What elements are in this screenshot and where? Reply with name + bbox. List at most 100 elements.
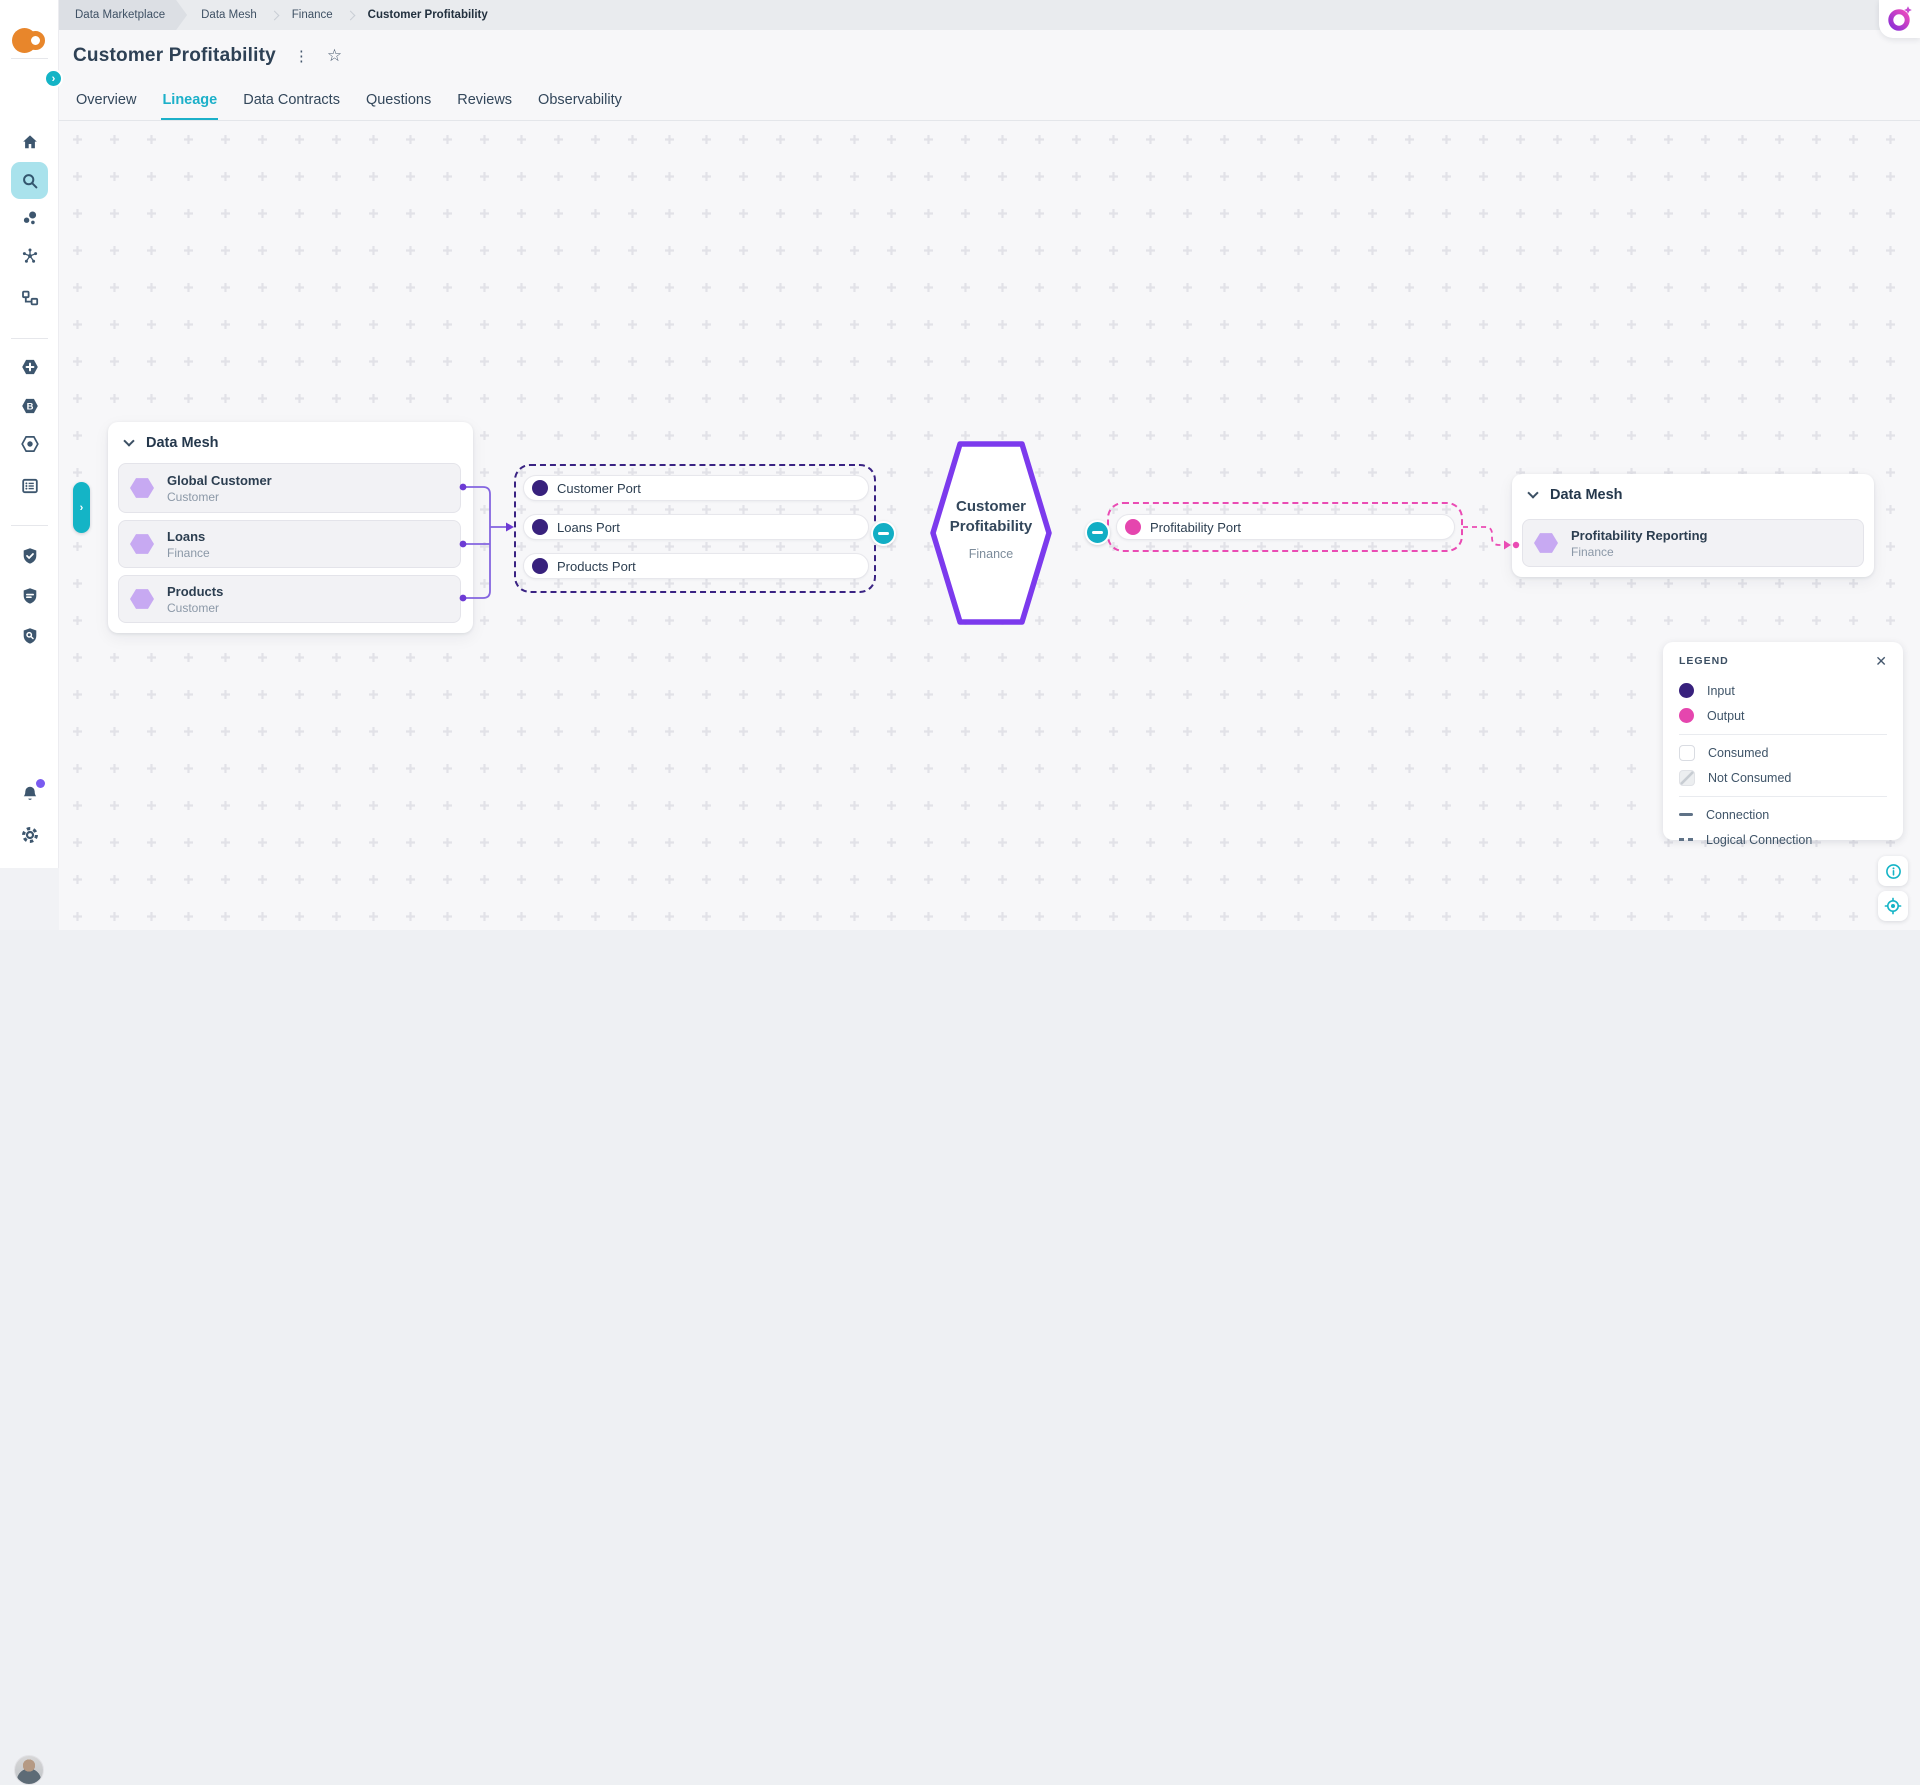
tab-observability[interactable]: Observability	[538, 92, 622, 108]
data-product-node-customer-profitability[interactable]: Customer Profitability Finance	[927, 439, 1055, 627]
info-button[interactable]	[1878, 856, 1908, 886]
tab-lineage[interactable]: Lineage	[161, 83, 219, 120]
breadcrumb-item-data-marketplace[interactable]: Data Marketplace	[59, 0, 187, 30]
close-icon[interactable]: ✕	[1875, 653, 1887, 669]
tab-reviews[interactable]: Reviews	[457, 92, 513, 108]
chevron-right-icon	[269, 10, 280, 20]
data-product-hexagon-icon	[130, 478, 154, 498]
output-swatch	[1679, 708, 1694, 723]
group-title: Data Mesh	[146, 435, 219, 451]
notification-badge	[36, 779, 45, 788]
data-product-hexagon-icon	[130, 589, 154, 609]
chevron-right-icon	[345, 10, 356, 20]
legend-panel: LEGEND ✕ Input Output Consumed Not Consu…	[1663, 642, 1903, 847]
ai-sparkle-ring-icon	[1887, 6, 1912, 31]
port-loans[interactable]: Loans Port	[523, 514, 869, 540]
fit-view-button[interactable]	[1878, 891, 1908, 921]
glossary-hexagon-icon[interactable]: B	[19, 395, 41, 417]
crosshair-icon	[1884, 897, 1902, 915]
connection-swatch	[1679, 813, 1693, 816]
legend-label: Not Consumed	[1708, 770, 1792, 785]
notifications-icon[interactable]	[19, 783, 41, 805]
asset-name: Global Customer	[167, 472, 272, 488]
rail-divider	[11, 525, 48, 526]
shield-check-icon[interactable]	[19, 545, 41, 567]
page-header: Customer Profitability ⋮ ☆ Overview Line…	[59, 30, 1920, 121]
product-domain: Finance	[968, 547, 1014, 561]
data-network-icon[interactable]	[19, 245, 41, 267]
favorite-star-icon[interactable]: ☆	[326, 46, 343, 65]
input-port-dot	[532, 519, 548, 535]
logical-connection-swatch	[1679, 838, 1693, 841]
settings-gear-icon[interactable]	[19, 824, 41, 846]
expand-panel-handle[interactable]: ›	[73, 482, 90, 533]
collapse-chevron-icon[interactable]	[123, 435, 135, 447]
legend-divider	[1679, 796, 1887, 797]
port-label: Customer Port	[557, 480, 641, 496]
output-port-dot	[1125, 519, 1141, 535]
more-actions-icon[interactable]: ⋮	[293, 47, 309, 65]
collapse-outputs-button[interactable]	[1085, 520, 1110, 545]
legend-label: Consumed	[1708, 745, 1769, 760]
page-title: Customer Profitability	[73, 45, 276, 66]
left-data-mesh-panel: Data Mesh Global Customer Customer Loans…	[108, 422, 473, 633]
data-lineage-icon[interactable]	[19, 287, 41, 309]
search-icon[interactable]	[19, 170, 41, 192]
rail-footer	[0, 868, 59, 1785]
tab-questions[interactable]: Questions	[365, 92, 432, 108]
home-icon[interactable]	[19, 131, 41, 153]
product-name: Customer Profitability	[949, 498, 1033, 535]
asset-domain: Finance	[1571, 544, 1614, 559]
tab-overview[interactable]: Overview	[76, 92, 137, 108]
shield-audit-icon[interactable]	[19, 625, 41, 647]
port-customer[interactable]: Customer Port	[523, 475, 869, 501]
asset-products[interactable]: Products Customer	[118, 575, 461, 623]
asset-domain: Customer	[167, 600, 220, 615]
legend-label: Output	[1707, 708, 1745, 723]
port-profitability[interactable]: Profitability Port	[1116, 514, 1455, 540]
catalog-list-icon[interactable]	[19, 475, 41, 497]
info-icon	[1885, 863, 1901, 879]
data-product-hexagon-icon	[1534, 533, 1558, 553]
asset-name: Loans	[167, 528, 206, 544]
rail-expand-button[interactable]: ›	[44, 69, 63, 88]
input-swatch	[1679, 683, 1694, 698]
right-data-mesh-panel: Data Mesh Profitability Reporting Financ…	[1512, 474, 1874, 577]
target-hexagon-icon[interactable]	[19, 433, 41, 455]
consumed-swatch	[1679, 744, 1695, 761]
shield-policy-icon[interactable]	[19, 585, 41, 607]
port-label: Profitability Port	[1150, 519, 1242, 535]
lineage-canvas[interactable]: Data Mesh Global Customer Customer Loans…	[59, 121, 1920, 930]
port-label: Products Port	[557, 558, 636, 574]
collapse-inputs-button[interactable]	[871, 521, 896, 546]
legend-label: Input	[1707, 683, 1735, 698]
tab-bar: Overview Lineage Data Contracts Question…	[75, 83, 623, 120]
user-avatar[interactable]	[14, 1755, 44, 1785]
asset-name: Profitability Reporting	[1571, 527, 1708, 543]
not-consumed-swatch	[1679, 769, 1695, 786]
asset-name: Products	[167, 583, 224, 599]
legend-divider	[1679, 734, 1887, 735]
breadcrumb-item-data-mesh[interactable]: Data Mesh	[201, 9, 257, 21]
rail-divider	[11, 338, 48, 339]
asset-global-customer[interactable]: Global Customer Customer	[118, 463, 461, 513]
port-products[interactable]: Products Port	[523, 553, 869, 579]
breadcrumb-item-current: Customer Profitability	[367, 9, 488, 21]
asset-profitability-reporting[interactable]: Profitability Reporting Finance	[1522, 519, 1864, 567]
asset-loans[interactable]: Loans Finance	[118, 520, 461, 568]
collapse-chevron-icon[interactable]	[1527, 487, 1539, 499]
left-nav-rail: B	[0, 0, 59, 868]
breadcrumb-item-finance[interactable]: Finance	[291, 9, 333, 21]
input-port-dot	[532, 558, 548, 574]
breadcrumb: Data Marketplace Data Mesh Finance Custo…	[59, 0, 1920, 30]
active-nav-highlight	[11, 162, 48, 199]
legend-title: LEGEND	[1679, 655, 1729, 667]
app-logo[interactable]	[12, 26, 48, 56]
create-hexagon-icon[interactable]	[19, 356, 41, 378]
ai-assistant-button[interactable]	[1879, 0, 1920, 38]
rail-divider	[11, 58, 48, 59]
data-domains-icon[interactable]	[19, 207, 41, 229]
legend-label: Logical Connection	[1706, 832, 1813, 847]
group-title: Data Mesh	[1550, 487, 1623, 503]
tab-data-contracts[interactable]: Data Contracts	[243, 92, 340, 108]
